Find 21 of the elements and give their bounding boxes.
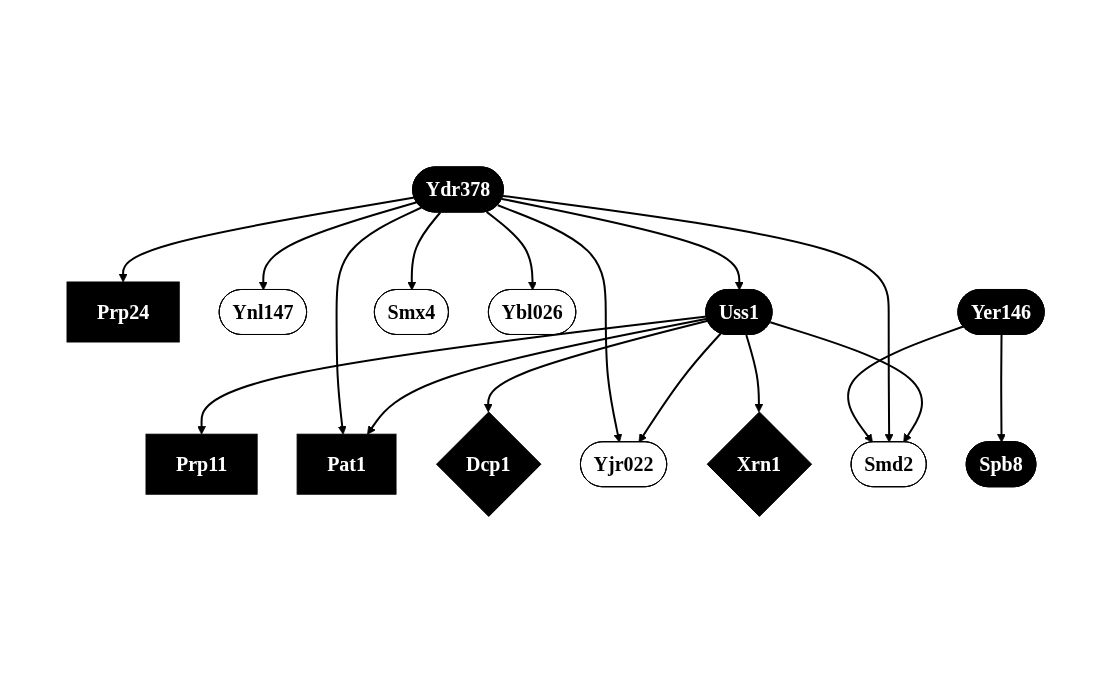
arrow: [484, 319, 710, 413]
arrow: [197, 315, 709, 435]
arrow: [407, 211, 442, 291]
arrow: [997, 334, 1007, 443]
arrow: [501, 198, 745, 291]
arrow: [259, 201, 419, 291]
arrow: [769, 321, 924, 443]
arrow: [367, 318, 709, 435]
node-box: Prp24: [66, 281, 181, 343]
arrow: [486, 211, 538, 291]
arrow: [847, 325, 965, 443]
arrow: [119, 196, 416, 283]
node-box: Pat1: [297, 434, 397, 495]
node-diamond: Dcp1: [436, 411, 542, 518]
arrow: [638, 332, 723, 443]
arrow: [502, 195, 894, 443]
node-box: Prp11: [145, 434, 259, 495]
arrow: [497, 204, 623, 443]
arrow: [336, 206, 423, 435]
arrow: [745, 334, 764, 413]
node-diamond: Xrn1: [707, 411, 813, 518]
